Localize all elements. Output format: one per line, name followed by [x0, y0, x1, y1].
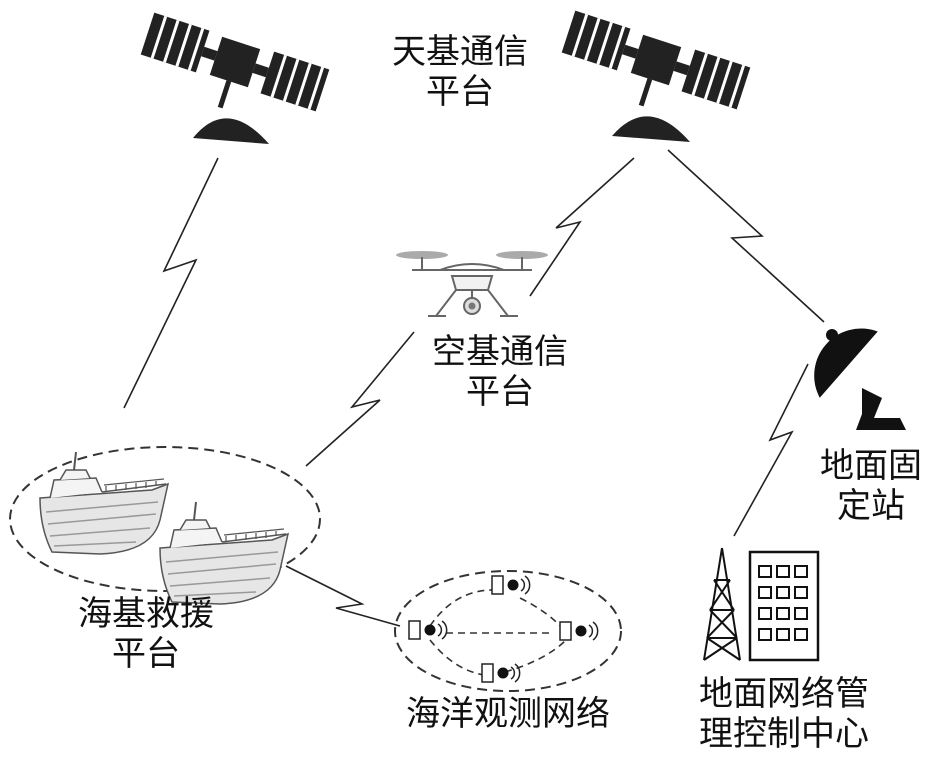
wireless-link-icon — [733, 363, 809, 537]
ocean-network-label: 海洋观测网络 — [378, 694, 638, 734]
air-platform-line-1: 空基通信 — [432, 332, 568, 372]
sea-platform-label: 海基救援 平台 — [56, 594, 236, 674]
wireless-link-icon — [123, 157, 219, 409]
ground-station-label: 地面固 定站 — [806, 446, 936, 526]
ship-icon — [39, 451, 169, 555]
building-icon — [748, 550, 820, 662]
sea-platform-line-1: 海基救援 — [78, 594, 214, 634]
drone-icon — [396, 251, 548, 317]
network-links — [429, 589, 567, 676]
wireless-link-icon — [667, 149, 825, 323]
ocean-network-line-1: 海洋观测网络 — [406, 694, 610, 734]
sensor-node-icon — [408, 620, 448, 640]
space-platform-line-1: 天基通信 — [392, 32, 528, 72]
radio-tower-icon — [703, 547, 741, 661]
sensor-node-icon — [491, 575, 531, 595]
ground-center-label: 地面网络管 理控制中心 — [674, 674, 894, 754]
sensor-node-icon — [481, 663, 521, 683]
satellite-icon — [133, 13, 330, 144]
ground-station-line-2: 定站 — [837, 486, 905, 526]
ocean-network-group — [394, 570, 622, 692]
wireless-link-icon — [305, 331, 415, 467]
space-platform-line-2: 平台 — [426, 72, 494, 112]
air-platform-line-2: 平台 — [466, 372, 534, 412]
sea-platform-line-2: 平台 — [112, 634, 180, 674]
satellite-icon — [554, 11, 751, 142]
satellite-dish-icon — [814, 328, 906, 430]
ground-station-line-1: 地面固 — [820, 446, 922, 486]
sea-rescue-group — [9, 446, 321, 592]
air-platform-label: 空基通信 平台 — [410, 332, 590, 412]
ground-center-line-1: 地面网络管 — [699, 674, 869, 714]
ship-icon — [159, 501, 289, 605]
wireless-link-icon — [529, 157, 635, 297]
sensor-node-icon — [559, 621, 599, 641]
wireless-link-icon — [285, 565, 401, 627]
ground-center-line-2: 理控制中心 — [699, 714, 869, 754]
space-platform-label: 天基通信 平台 — [370, 32, 550, 112]
